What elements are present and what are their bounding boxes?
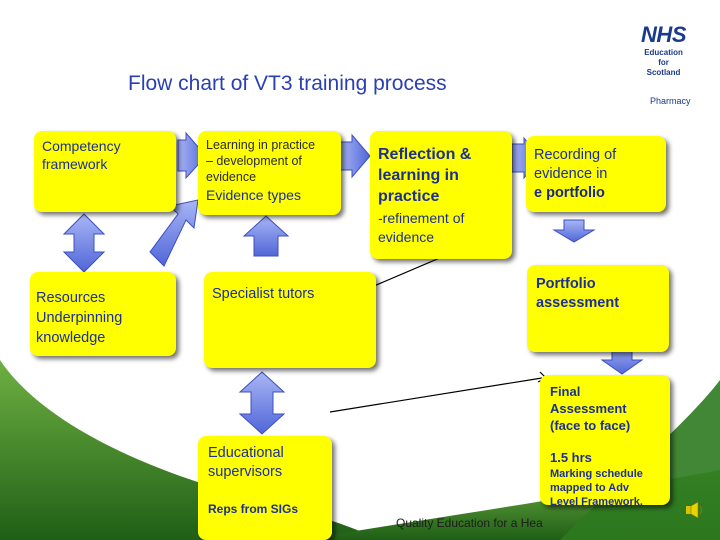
learning-sub: Evidence types	[206, 187, 301, 203]
reflection-line-2: learning in	[378, 167, 459, 184]
pharmacy-tag: Pharmacy	[650, 96, 691, 106]
arrow-learning-to-reflection	[339, 133, 371, 179]
resources-line-2: knowledge	[36, 330, 106, 346]
educational-sub: Reps from SIGs	[208, 502, 299, 516]
arrow-learning-specialist	[242, 215, 290, 257]
box-specialist-tutors: Specialist tutors	[204, 272, 376, 368]
box-competency-framework: Competency framework	[34, 131, 176, 212]
box-learning-in-practice: Learning in practice – development of ev…	[198, 131, 341, 215]
logo-sub-2: for	[658, 58, 669, 67]
nhs-logo: NHS Education for Scotland	[641, 22, 686, 78]
speaker-icon	[686, 501, 702, 519]
reflection-line-3: practice	[378, 188, 440, 205]
box-final-assessment: Final Assessment (face to face) 1.5 hrs …	[540, 375, 670, 508]
competency-line-2: framework	[42, 156, 108, 172]
box-resources: Resources Underpinning knowledge	[30, 272, 176, 356]
learning-line-2: – development of	[206, 154, 302, 168]
box-reflection: Reflection & learning in practice -refin…	[370, 131, 512, 259]
final-line-1: Final	[550, 384, 581, 399]
final-hours: 1.5 hrs	[550, 450, 592, 465]
recording-line-2: evidence in	[534, 166, 608, 182]
page-title: Flow chart of VT3 training process	[128, 72, 447, 95]
reflection-sub-1: -refinement of	[378, 210, 465, 226]
resources-line-1: Underpinning	[36, 310, 123, 326]
box-recording: Recording of evidence in e portfolio	[526, 136, 666, 212]
educational-line-1: Educational	[208, 445, 284, 461]
portfolio-line-2: assessment	[536, 295, 620, 311]
final-note-3: Level Framework.	[550, 496, 643, 508]
final-note-1: Marking schedule	[550, 468, 643, 480]
portfolio-line-1: Portfolio	[536, 276, 596, 292]
line-educational-to-final	[329, 377, 543, 413]
recording-bold: e portfolio	[534, 185, 605, 201]
learning-line-1: Learning in practice	[206, 138, 316, 152]
specialist-label: Specialist tutors	[212, 286, 315, 302]
reflection-sub-2: evidence	[378, 229, 435, 245]
logo-sub-3: Scotland	[646, 68, 681, 77]
box-portfolio-assessment: Portfolio assessment	[527, 265, 669, 352]
reflection-line-1: Reflection &	[378, 146, 472, 163]
competency-line-1: Competency	[42, 138, 121, 154]
logo-text: NHS	[641, 22, 686, 47]
final-line-3: (face to face)	[550, 418, 631, 433]
arrow-specialist-educational	[238, 371, 286, 435]
grass-left	[0, 360, 380, 540]
grass-right	[560, 380, 720, 540]
arrow-competency-resources	[62, 213, 106, 273]
final-line-2: Assessment	[550, 401, 627, 416]
box-educational-supervisors: Educational supervisors Reps from SIGs	[198, 436, 332, 540]
learning-line-3: evidence	[206, 170, 257, 184]
final-note-2: mapped to Adv	[550, 482, 630, 494]
recording-line-1: Recording of	[534, 147, 617, 163]
arrow-recording-to-portfolio	[552, 219, 596, 243]
educational-line-2: supervisors	[208, 464, 283, 480]
footer-text: Quality Education for a Hea	[396, 516, 543, 530]
logo-sub-1: Education	[644, 48, 683, 57]
resources-title: Resources	[36, 290, 106, 306]
